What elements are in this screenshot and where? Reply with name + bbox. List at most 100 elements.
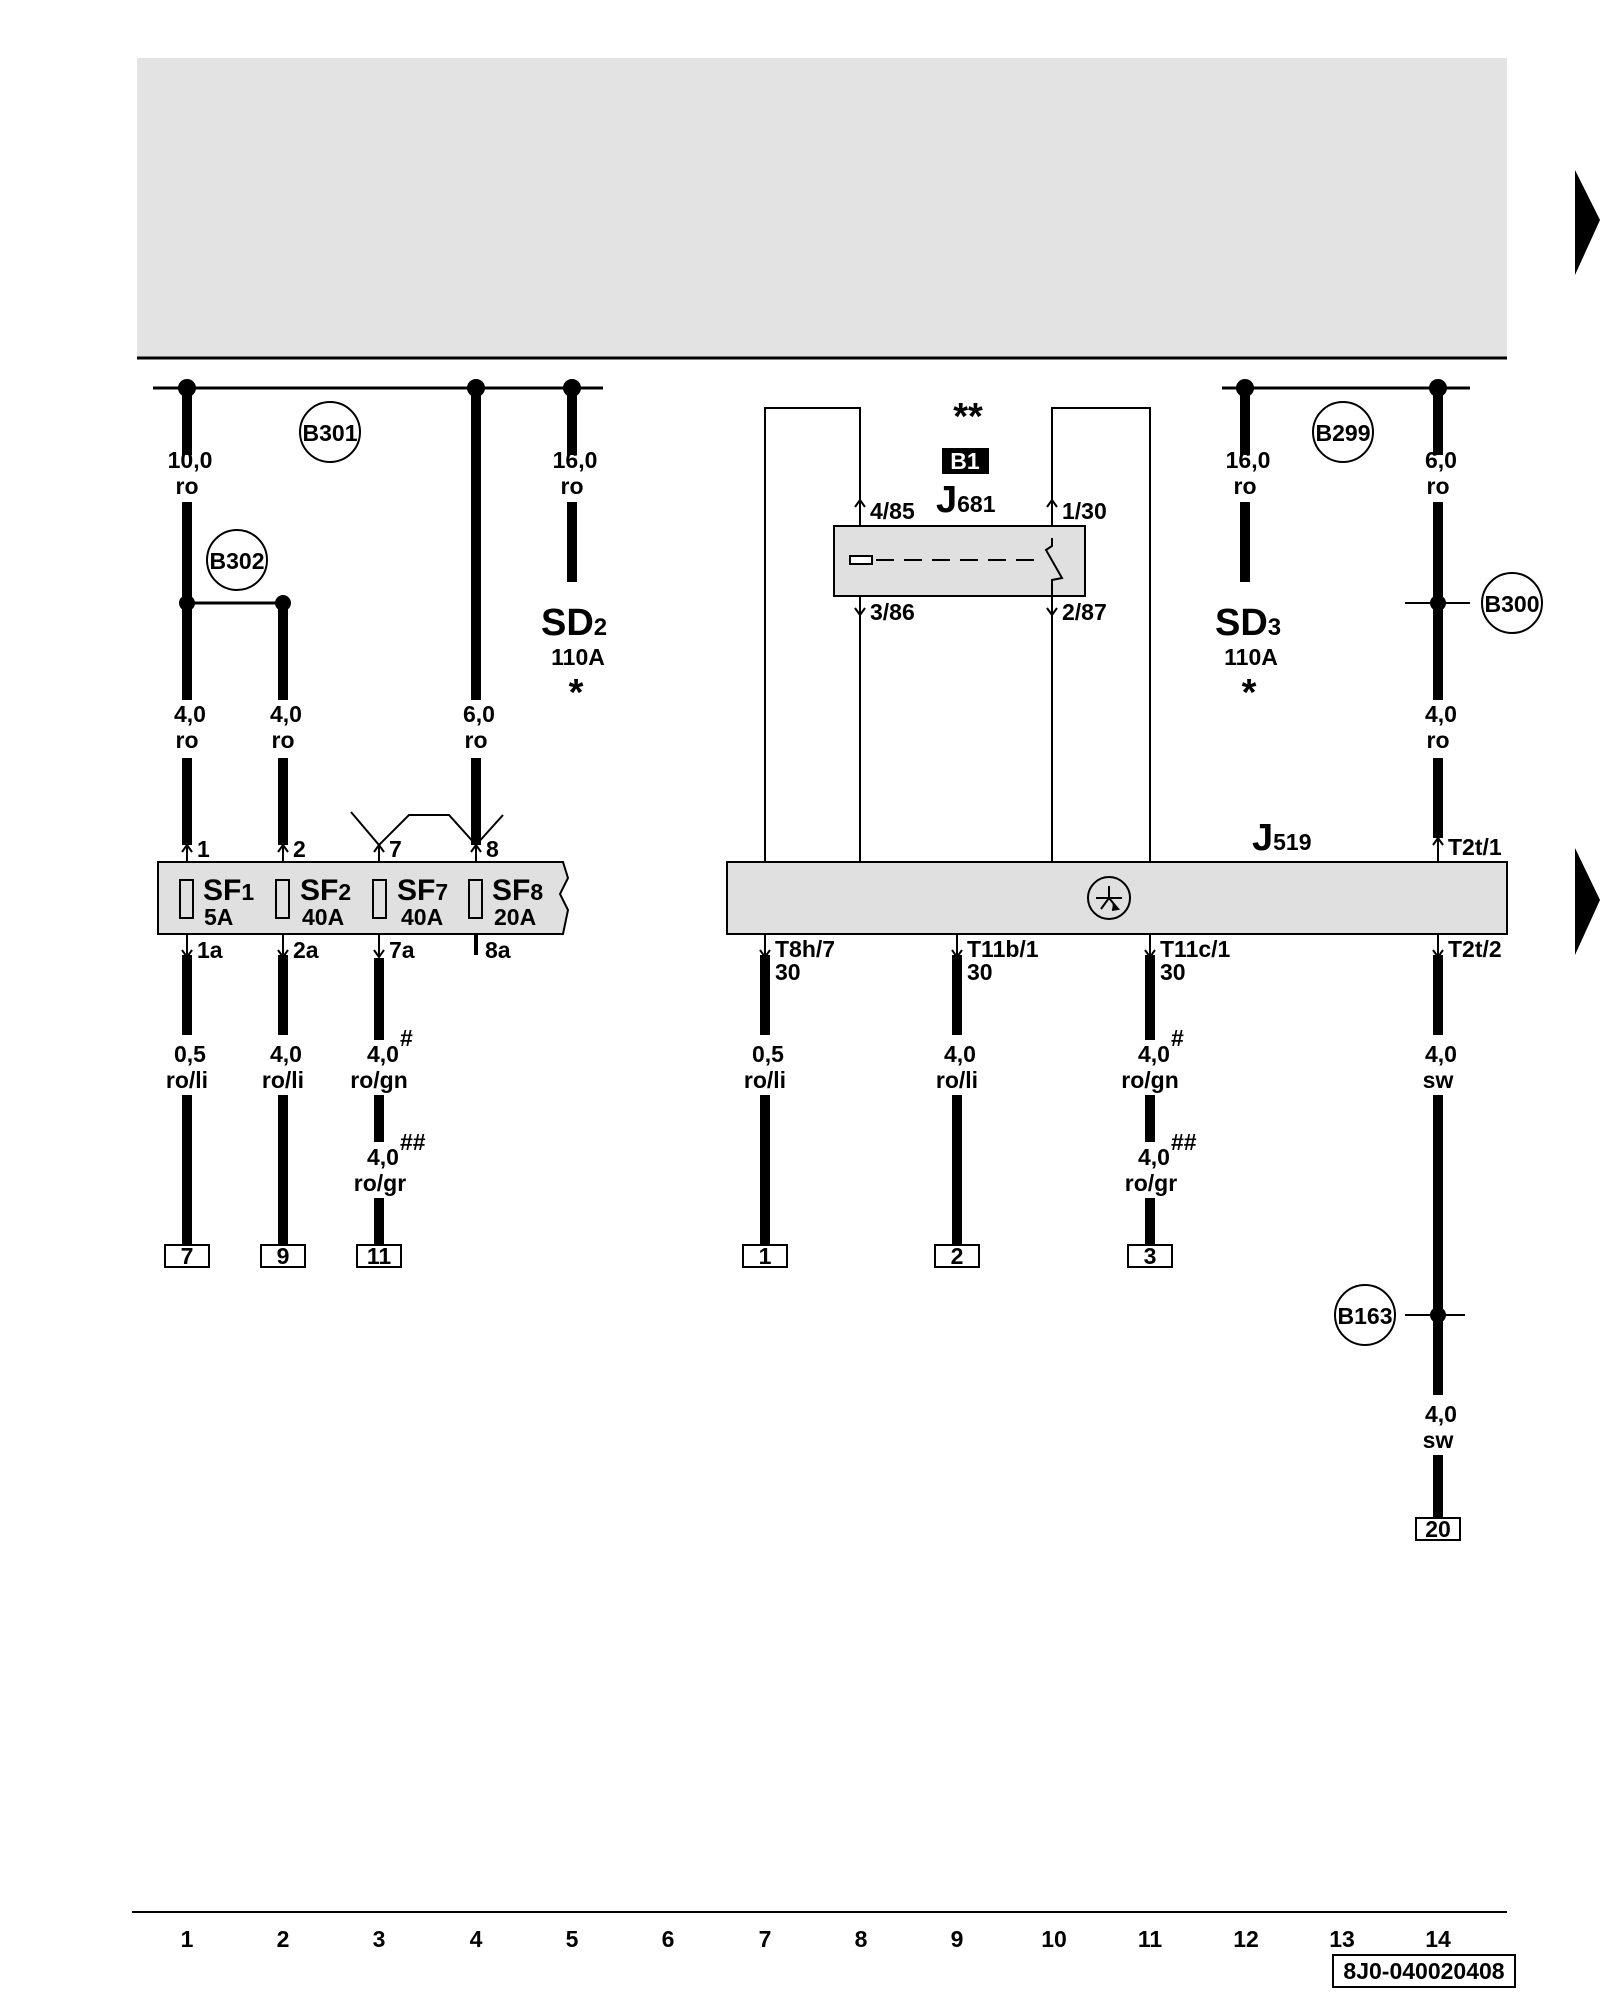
column-ruler: 1 2 3 4 5 6 7 8 9 10 11 12 13 14 [181, 1926, 1451, 1952]
ref-box-3[interactable]: 3 [1127, 1243, 1173, 1269]
fuse-sf1: SF1 5A [203, 874, 254, 930]
svg-text:5A: 5A [204, 904, 233, 930]
svg-text:*: * [1242, 672, 1257, 714]
svg-text:110A: 110A [551, 644, 605, 670]
wire-mark-w3-bot2: ## [400, 1129, 426, 1155]
ruler-num: 4 [470, 1926, 483, 1952]
svg-text:**: ** [953, 396, 983, 438]
ruler-num: 5 [566, 1926, 579, 1952]
svg-text:B300: B300 [1485, 591, 1540, 617]
wire-size-w1-mid: 4,0 [174, 701, 206, 727]
wire-size-w12-top: 16,0 [1226, 447, 1271, 473]
wire-mark-w3-bot1: # [400, 1025, 413, 1051]
wire-col14 [1405, 388, 1470, 1518]
ref-box-9[interactable]: 9 [260, 1243, 306, 1269]
svg-text:SF8: SF8 [492, 874, 543, 907]
wire-size-w11-bot1: 4,0 [1138, 1041, 1170, 1067]
wire-size-w1-top: 10,0 [168, 447, 213, 473]
header-area [137, 58, 1507, 358]
svg-text:1: 1 [759, 1243, 772, 1269]
fuse-sf8: SF8 20A [492, 874, 543, 930]
svg-text:3: 3 [1144, 1243, 1157, 1269]
wire-size-w11-bot2: 4,0 [1138, 1144, 1170, 1170]
svg-text:8J0-040020408: 8J0-040020408 [1343, 1958, 1504, 1984]
pin-label-7: 7 [389, 836, 402, 862]
page-arrow-top[interactable] [1575, 170, 1600, 275]
ruler-num: 6 [662, 1926, 675, 1952]
svg-text:B299: B299 [1316, 420, 1371, 446]
page-arrow-bottom[interactable] [1575, 848, 1600, 955]
wire-color-w5-top: ro [561, 473, 584, 499]
svg-text:2: 2 [951, 1243, 964, 1269]
wire-size-w4-mid: 6,0 [463, 701, 495, 727]
pin-label-7a: 7a [389, 937, 415, 963]
ruler-num: 11 [1138, 1926, 1163, 1952]
ref-box-11[interactable]: 11 [356, 1243, 402, 1269]
ref-box-20[interactable]: 20 [1415, 1516, 1461, 1542]
relay-pin-3-86: 3/86 [870, 599, 915, 625]
ruler-num: 9 [951, 1926, 964, 1952]
ruler-num: 8 [855, 1926, 868, 1952]
wire-color-w14-mid: ro [1427, 727, 1450, 753]
wire-size-w5-top: 16,0 [553, 447, 598, 473]
pin-label-2a: 2a [293, 937, 319, 963]
terminal-30-a: 30 [775, 959, 801, 985]
ruler-num: 3 [373, 1926, 386, 1952]
fuse-sd3: SD3 110A * [1215, 602, 1281, 714]
relay-pin-1-30: 1/30 [1062, 498, 1107, 524]
terminal-30-c: 30 [1160, 959, 1186, 985]
wire-col2 [275, 595, 291, 1245]
svg-text:7: 7 [181, 1243, 194, 1269]
fuse-holder [157, 861, 570, 935]
svg-text:B1: B1 [950, 448, 980, 474]
ruler-num: 13 [1329, 1926, 1355, 1952]
ruler-num: 1 [181, 1926, 194, 1952]
terminal-30-b: 30 [967, 959, 993, 985]
wire-mark-w11-bot1: # [1171, 1025, 1184, 1051]
wire-size-w7-bot: 0,5 [752, 1041, 784, 1067]
svg-text:SF1: SF1 [203, 874, 254, 907]
ruler-num: 7 [759, 1926, 772, 1952]
pin-label-8: 8 [486, 836, 499, 862]
svg-text:SD2: SD2 [541, 602, 607, 644]
fuse-sf7: SF7 40A [397, 874, 448, 930]
relay-j681: ** B1 J681 [833, 396, 1086, 598]
svg-text:40A: 40A [401, 904, 443, 930]
svg-text:J519: J519 [1252, 817, 1312, 859]
document-id: 8J0-040020408 [1332, 1954, 1516, 1988]
ref-box-7[interactable]: 7 [164, 1243, 210, 1269]
wire-size-w3-bot2: 4,0 [367, 1144, 399, 1170]
wire-color-w12-top: ro [1234, 473, 1257, 499]
svg-text:20A: 20A [494, 904, 536, 930]
ruler-num: 2 [277, 1926, 290, 1952]
ruler-num: 10 [1041, 1926, 1067, 1952]
splice-b163: B163 [1334, 1284, 1396, 1346]
wire-color-w11-bot2: ro/gr [1125, 1170, 1177, 1196]
wire-color-w3-bot1: ro/gn [350, 1067, 408, 1093]
svg-text:*: * [569, 672, 584, 714]
ref-box-2[interactable]: 2 [934, 1243, 980, 1269]
pin-label-8a: 8a [485, 937, 511, 963]
right-bus [1222, 379, 1470, 397]
svg-text:110A: 110A [1224, 644, 1278, 670]
wire-color-w2-bot: ro/li [262, 1067, 304, 1093]
ruler-num: 14 [1425, 1926, 1451, 1952]
wire-size-w14-mid: 4,0 [1425, 701, 1457, 727]
relay-pins [854, 498, 1058, 617]
wire-color-w11-bot1: ro/gn [1121, 1067, 1179, 1093]
pin-label-t11c1: T11c/1 [1160, 936, 1231, 962]
wire-size-w14-bot2: 4,0 [1425, 1401, 1457, 1427]
pin-label-1: 1 [197, 836, 210, 862]
ref-box-1[interactable]: 1 [742, 1243, 788, 1269]
wire-size-w14-bot1: 4,0 [1425, 1041, 1457, 1067]
ruler-num: 12 [1233, 1926, 1259, 1952]
svg-text:J681: J681 [936, 479, 996, 521]
relay-loops [764, 407, 1151, 862]
wire-color-w1-bot: ro/li [166, 1067, 208, 1093]
wire-color-w14-bot2: sw [1423, 1427, 1454, 1453]
control-unit-j519: J519 [726, 817, 1508, 935]
wire-size-w9-bot: 4,0 [944, 1041, 976, 1067]
left-bus [153, 379, 603, 397]
splice-b301: B301 [299, 401, 361, 463]
wire-color-w1-mid: ro [176, 727, 199, 753]
